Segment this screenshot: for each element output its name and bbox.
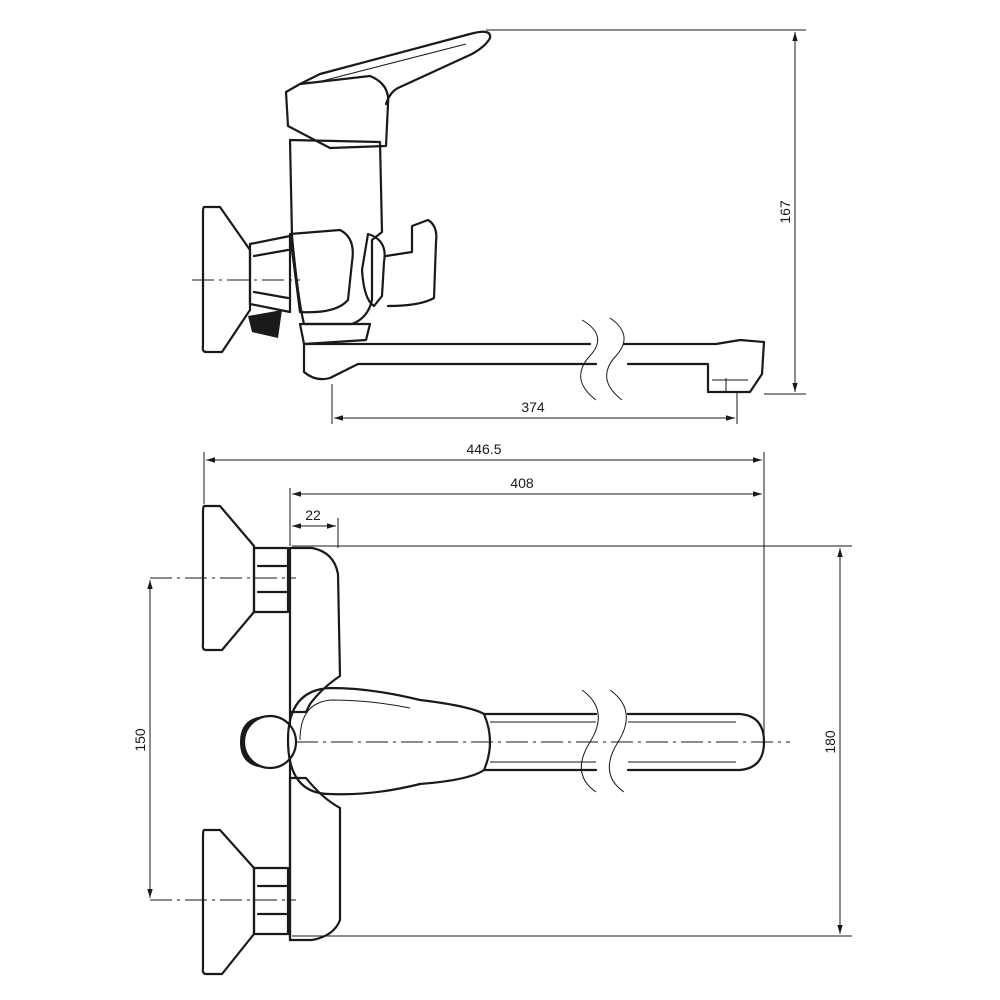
side-handle-cap [284, 74, 390, 150]
side-dimensions: 167 374 [331, 29, 806, 424]
side-spout [302, 338, 766, 394]
dim-label-180: 180 [822, 730, 838, 754]
side-hex-nut [248, 234, 292, 314]
top-dimensions: 446.5 408 22 150 180 [132, 441, 852, 937]
side-eccentric [288, 228, 354, 314]
top-wall-flange-upper [201, 504, 256, 652]
top-spout-inner [490, 721, 736, 763]
side-aerator [712, 378, 748, 392]
top-hex-nut-upper [252, 546, 290, 614]
side-lever-handle [298, 30, 492, 106]
top-mixer-body [288, 546, 342, 942]
top-hex-nut-lower [252, 866, 290, 936]
top-view [150, 504, 790, 976]
dim-label-22: 22 [305, 507, 321, 523]
side-spout-break-b [606, 317, 625, 401]
dim-label-4465: 446.5 [466, 441, 501, 457]
top-wall-flange-lower [201, 828, 256, 976]
top-spout-break-a [580, 689, 599, 793]
side-spout-connector [298, 322, 372, 346]
dim-label-408: 408 [510, 475, 534, 491]
dim-label-374: 374 [521, 399, 545, 415]
top-spout-break-b [608, 689, 627, 793]
side-view [192, 30, 766, 401]
side-wall-flange [201, 205, 252, 354]
side-lever-edge [317, 43, 467, 83]
side-diverter-knob [360, 232, 386, 308]
side-spout-break-a [580, 319, 598, 401]
dim-label-150: 150 [132, 728, 148, 752]
side-thread [248, 310, 282, 338]
side-diverter-lever [384, 218, 438, 308]
dim-label-167: 167 [777, 200, 793, 224]
top-lever-inner [299, 699, 411, 741]
